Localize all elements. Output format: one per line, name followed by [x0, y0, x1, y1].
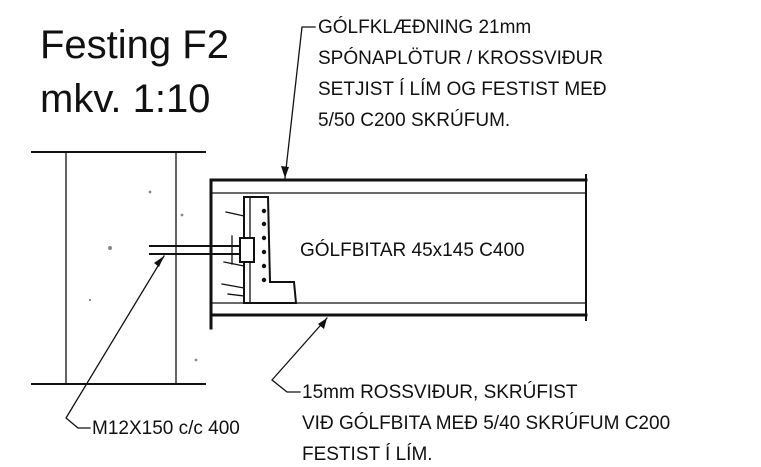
floor-covering-note-line4: 5/50 C200 SKRÚFUM.: [318, 109, 510, 131]
detail-title: Festing F2: [40, 23, 229, 67]
leader-bolt: [65, 255, 165, 429]
floor-covering-note-line2: SPÓNAPLÖTUR / KROSSVIÐUR: [318, 47, 603, 69]
floor-covering-note-line3: SETJIST Í LÍM OG FESTIST MEÐ: [318, 79, 607, 100]
leader-floor-covering: [281, 26, 316, 179]
joist-note: GÓLFBITAR 45x145 C400: [300, 239, 525, 261]
leader-ceiling-board: [271, 317, 328, 393]
floor-covering-note-line1: GÓLFKLÆÐNING 21mm: [318, 16, 531, 38]
scale-label: mkv. 1:10: [40, 77, 210, 121]
ceiling-plywood-board: [209, 302, 588, 317]
ceiling-board-note-line2: VIÐ GÓLFBITA MEÐ 5/40 SKRÚFUM C200: [302, 412, 670, 434]
ceiling-board-note-line1: 15mm ROSSVIÐUR, SKRÚFIST: [302, 381, 578, 403]
bolt-note: M12X150 c/c 400: [92, 418, 240, 439]
concrete-wall: [31, 151, 206, 385]
anchor-bolt: [149, 235, 255, 265]
floor-covering-board: [209, 178, 588, 194]
steel-angle-bracket: [221, 196, 298, 304]
ceiling-board-note-line3: FESTIST Í LÍM.: [302, 444, 433, 465]
